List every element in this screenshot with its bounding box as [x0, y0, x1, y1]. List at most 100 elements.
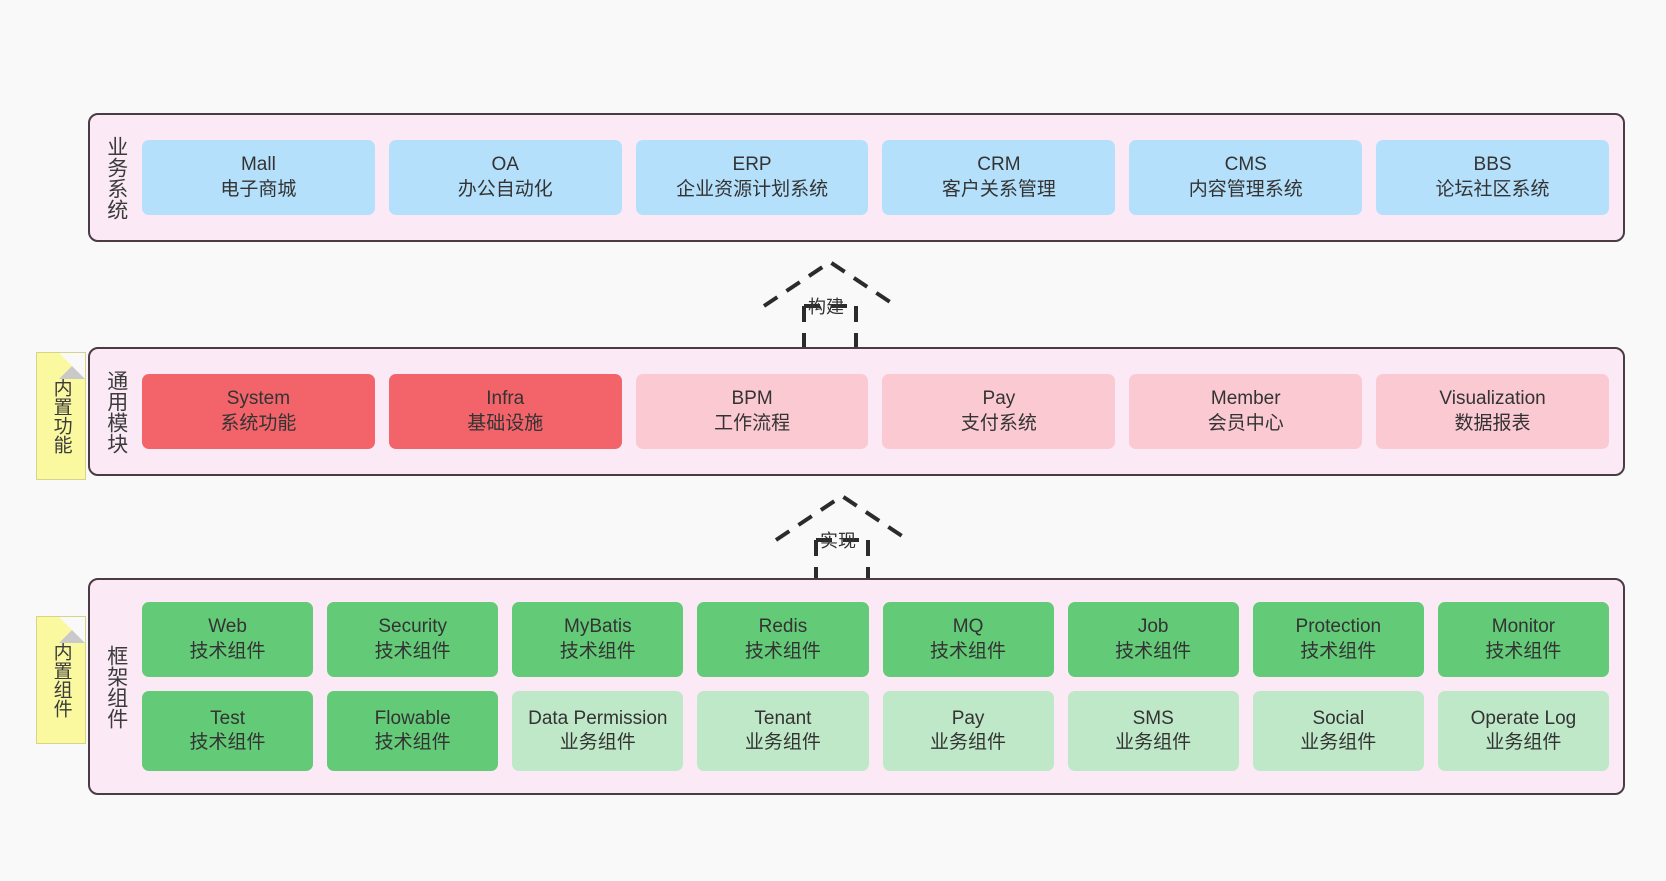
card-title: Visualization [1439, 388, 1546, 410]
note-builtin-components: 内置组件 [36, 616, 86, 744]
card-subtitle: 技术组件 [1300, 640, 1377, 662]
card-subtitle: 技术组件 [374, 732, 451, 753]
card-title: Job [1137, 616, 1169, 638]
card-subtitle: 技术组件 [1115, 640, 1192, 662]
card-subtitle: 支付系统 [960, 412, 1037, 434]
card-subtitle: 业务组件 [1300, 732, 1377, 753]
layer-body-business-systems: Mall 电子商城 OA 办公自动化 ERP 企业资源计划系统 CRM 客户关系… [142, 115, 1623, 240]
card-redis[interactable]: Redis 技术组件 [697, 602, 869, 677]
layer-body-general-modules: System 系统功能 Infra 基础设施 BPM 工作流程 Pay 支付系统… [142, 349, 1623, 474]
card-security[interactable]: Security 技术组件 [327, 602, 499, 677]
card-operate-log[interactable]: Operate Log 业务组件 [1437, 691, 1609, 771]
card-subtitle: 业务组件 [1485, 732, 1562, 753]
card-mall[interactable]: Mall 电子商城 [142, 140, 375, 215]
card-monitor[interactable]: Monitor 技术组件 [1437, 602, 1609, 677]
card-cms[interactable]: CMS 内容管理系统 [1129, 140, 1363, 215]
card-title: SMS [1132, 707, 1174, 729]
card-row: Web 技术组件 Security 技术组件 MyBatis 技术组件 Redi… [142, 602, 1609, 677]
card-title: BBS [1473, 154, 1512, 176]
card-title: Tenant [754, 707, 812, 729]
card-visualization[interactable]: Visualization 数据报表 [1376, 374, 1609, 449]
card-title: Member [1210, 388, 1281, 410]
card-subtitle: 系统功能 [220, 412, 297, 434]
card-subtitle: 业务组件 [930, 732, 1007, 753]
card-subtitle: 客户关系管理 [941, 178, 1056, 200]
card-job[interactable]: Job 技术组件 [1067, 602, 1239, 677]
card-crm[interactable]: CRM 客户关系管理 [882, 140, 1116, 215]
card-subtitle: 业务组件 [1115, 732, 1192, 753]
card-subtitle: 数据报表 [1454, 412, 1531, 434]
card-title: Security [378, 616, 447, 638]
note-text: 内置功能 [50, 378, 72, 454]
card-sms[interactable]: SMS 业务组件 [1067, 691, 1239, 771]
card-subtitle: 工作流程 [714, 412, 791, 434]
connector-implement: 实现 [772, 492, 912, 582]
card-subtitle: 企业资源计划系统 [676, 178, 829, 200]
card-subtitle: 技术组件 [559, 640, 636, 662]
card-subtitle: 业务组件 [744, 732, 821, 753]
build-arrow-icon [762, 259, 898, 348]
card-row: System 系统功能 Infra 基础设施 BPM 工作流程 Pay 支付系统… [142, 374, 1609, 449]
implement-arrow-icon [774, 493, 910, 582]
card-data-permission[interactable]: Data Permission 业务组件 [512, 691, 684, 771]
layer-title-framework-components: 框架组件 [104, 644, 128, 729]
card-title: Pay [951, 707, 985, 729]
card-test[interactable]: Test 技术组件 [142, 691, 314, 771]
card-title: System [226, 388, 291, 410]
layer-framework-components: 框架组件 Web 技术组件 Security 技术组件 MyBatis 技术组件… [88, 578, 1625, 795]
connector-label-implement: 实现 [820, 531, 856, 551]
card-title: ERP [732, 154, 772, 176]
card-system[interactable]: System 系统功能 [142, 374, 375, 449]
card-subtitle: 会员中心 [1207, 412, 1284, 434]
card-oa[interactable]: OA 办公自动化 [388, 140, 622, 215]
card-title: Flowable [374, 707, 451, 729]
card-title: Mall [240, 154, 276, 176]
card-title: Web [208, 616, 247, 638]
card-title: CRM [977, 154, 1021, 176]
card-title: CMS [1224, 154, 1267, 176]
connector-label-build: 构建 [808, 297, 844, 317]
note-builtin-features: 内置功能 [36, 352, 86, 480]
card-title: Protection [1295, 616, 1382, 638]
card-infra[interactable]: Infra 基础设施 [388, 374, 622, 449]
card-subtitle: 基础设施 [467, 412, 544, 434]
card-title: OA [491, 154, 519, 176]
layer-business-systems: 业务系统 Mall 电子商城 OA 办公自动化 ERP 企业资源计划系统 CRM… [88, 113, 1625, 242]
card-web[interactable]: Web 技术组件 [142, 602, 314, 677]
card-subtitle: 办公自动化 [457, 178, 553, 200]
card-title: Operate Log [1470, 707, 1577, 729]
card-title: MQ [952, 616, 984, 638]
card-subtitle: 技术组件 [189, 732, 266, 753]
card-title: Redis [758, 616, 808, 638]
card-flowable[interactable]: Flowable 技术组件 [327, 691, 499, 771]
card-protection[interactable]: Protection 技术组件 [1252, 602, 1424, 677]
card-subtitle: 论坛社区系统 [1435, 178, 1550, 200]
card-bpm[interactable]: BPM 工作流程 [635, 374, 869, 449]
layer-title-business-systems: 业务系统 [104, 135, 128, 220]
card-row: Mall 电子商城 OA 办公自动化 ERP 企业资源计划系统 CRM 客户关系… [142, 140, 1609, 215]
card-mybatis[interactable]: MyBatis 技术组件 [512, 602, 684, 677]
card-title: Social [1312, 707, 1365, 729]
card-mq[interactable]: MQ 技术组件 [882, 602, 1054, 677]
card-tenant[interactable]: Tenant 业务组件 [697, 691, 869, 771]
card-title: Test [210, 707, 245, 729]
card-pay[interactable]: Pay 支付系统 [882, 374, 1116, 449]
card-subtitle: 技术组件 [744, 640, 821, 662]
layer-title-general-modules: 通用模块 [104, 369, 128, 454]
card-member[interactable]: Member 会员中心 [1129, 374, 1363, 449]
card-title: Monitor [1491, 616, 1556, 638]
card-subtitle: 技术组件 [1485, 640, 1562, 662]
card-title: Pay [982, 388, 1016, 410]
card-social[interactable]: Social 业务组件 [1252, 691, 1424, 771]
connector-build: 构建 [760, 258, 900, 348]
note-text: 内置组件 [50, 642, 72, 718]
card-bbs[interactable]: BBS 论坛社区系统 [1376, 140, 1609, 215]
card-subtitle: 业务组件 [559, 732, 636, 753]
card-title: MyBatis [564, 616, 632, 638]
card-erp[interactable]: ERP 企业资源计划系统 [635, 140, 869, 215]
card-subtitle: 内容管理系统 [1188, 178, 1303, 200]
card-subtitle: 电子商城 [220, 178, 297, 200]
card-pay-component[interactable]: Pay 业务组件 [882, 691, 1054, 771]
card-title: Data Permission [528, 707, 668, 729]
